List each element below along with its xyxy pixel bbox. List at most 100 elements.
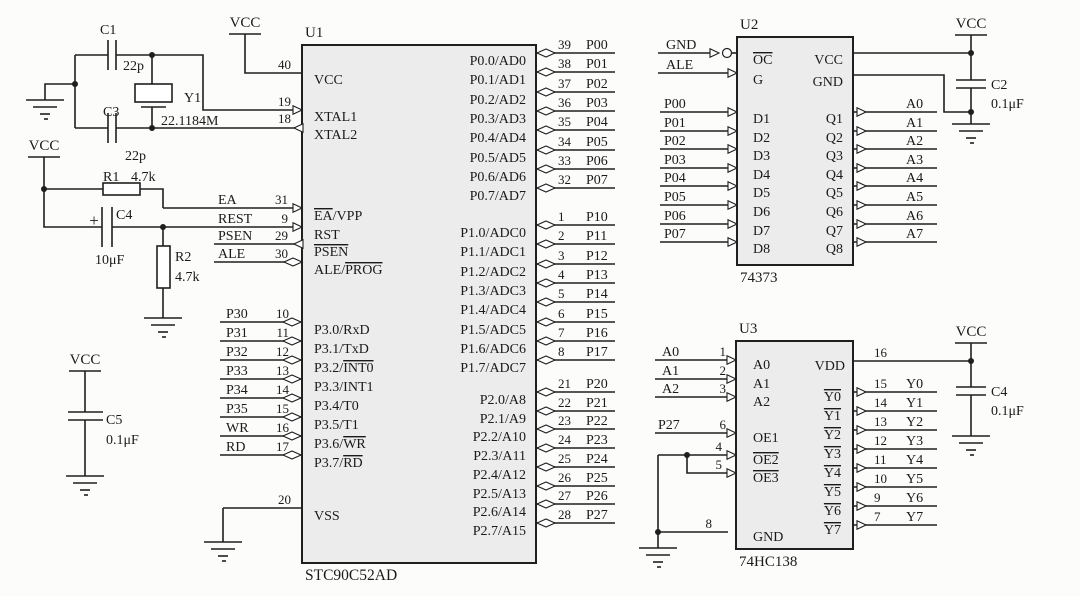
component-value: 0.1μF: [106, 433, 139, 448]
bidir-port-arrow: [281, 336, 303, 346]
pin-label: P1.0/ADC0: [460, 226, 526, 241]
bidir-port-arrow: [535, 297, 557, 307]
pin-label: D7: [753, 224, 770, 239]
net-label: P00: [586, 38, 608, 53]
pin-arrow: [727, 162, 739, 174]
pin-number: 6: [720, 417, 727, 432]
pin-label: Y2: [824, 428, 841, 443]
pin-label: GND: [813, 75, 843, 90]
pin-number: 32: [558, 172, 571, 187]
net-label: GND: [666, 38, 696, 53]
pin-label: P1.7/ADC7: [460, 361, 526, 376]
label-seg: Y7: [824, 523, 841, 538]
net-label: P01: [664, 116, 686, 131]
pin-arrow: [856, 199, 868, 211]
wire: [44, 83, 75, 100]
net-label: P20: [586, 377, 608, 392]
wire: [152, 54, 302, 111]
pin-label: P2.5/A13: [473, 487, 526, 502]
bidir-port-arrow: [535, 424, 557, 434]
pin-arrow: [856, 218, 868, 230]
net-label: P33: [226, 364, 248, 379]
pin-label: P0.1/AD1: [470, 73, 526, 88]
pin-label: Q8: [826, 242, 843, 257]
pin-label: Y1: [824, 409, 841, 424]
pin-label: RST: [314, 228, 340, 243]
pin-arrow: [856, 162, 868, 174]
pin-label: PSEN: [314, 245, 348, 260]
pin-label: Y0: [824, 390, 841, 405]
net-label: A1: [662, 364, 679, 379]
pin-number: 12: [874, 433, 887, 448]
net-label: A3: [906, 153, 923, 168]
bidir-port-arrow: [535, 406, 557, 416]
pin-label: P3.5/T1: [314, 418, 359, 433]
pin-arrow: [726, 391, 738, 403]
pin-arrow: [292, 202, 304, 214]
pin-number: 9: [282, 211, 289, 226]
pin-number: 3: [558, 248, 565, 263]
pin-number: 20: [278, 492, 291, 507]
chip-part-u1: STC90C52AD: [305, 567, 397, 584]
net-label: P02: [664, 134, 686, 149]
label-seg: ALE/: [314, 263, 345, 278]
net-label: Y6: [906, 491, 923, 506]
net-label: P14: [586, 287, 608, 302]
bidir-port-arrow: [535, 278, 557, 288]
net-label: EA: [218, 193, 238, 208]
pin-label: A1: [753, 377, 770, 392]
pin-label: Y4: [824, 466, 841, 481]
pin-arrow: [856, 424, 868, 436]
component-value: 22p: [125, 149, 146, 164]
pin-arrow: [727, 67, 739, 79]
pin-number: 8: [558, 344, 565, 359]
pin-label: P3.4/T0: [314, 399, 359, 414]
net-label: P22: [586, 414, 608, 429]
net-label: P32: [226, 345, 248, 360]
pin-label: P0.7/AD7: [470, 189, 526, 204]
bidir-port-arrow: [535, 239, 557, 249]
pin-label: Y5: [824, 485, 841, 500]
pin-number: 24: [558, 432, 572, 447]
pin-number: 39: [558, 37, 571, 52]
net-label: P31: [226, 326, 248, 341]
net-label: RD: [226, 440, 245, 455]
component-value: 0.1μF: [991, 404, 1024, 419]
vcc-label: VCC: [956, 324, 987, 340]
pin-number: 31: [275, 192, 288, 207]
pin-label: VSS: [314, 509, 340, 524]
pin-arrow: [856, 405, 868, 417]
pin-arrow: [292, 238, 304, 250]
pin-number: 36: [558, 95, 572, 110]
pin-number: 22: [558, 395, 571, 410]
pin-arrow: [292, 104, 304, 116]
pin-number: 2: [720, 363, 727, 378]
pin-label: P1.4/ADC4: [460, 303, 526, 318]
pin-label: P1.3/ADC3: [460, 284, 526, 299]
chip-body-u1: [301, 44, 537, 564]
net-label: A5: [906, 190, 923, 205]
pin-label: OC: [753, 53, 772, 68]
net-label: P21: [586, 396, 608, 411]
pin-number: 13: [874, 414, 887, 429]
pin-label: Q6: [826, 205, 843, 220]
net-label: PSEN: [218, 229, 252, 244]
wire: [686, 455, 728, 474]
chip-ref-u1: U1: [305, 25, 323, 41]
pin-number: 11: [874, 452, 887, 467]
pin-label: P2.3/A11: [473, 449, 526, 464]
component-value: 10μF: [95, 253, 125, 268]
net-label: P12: [586, 249, 608, 264]
pin-label: G: [753, 73, 763, 88]
pin-arrow: [727, 218, 739, 230]
pin-arrow: [727, 180, 739, 192]
pin-number: 7: [558, 325, 565, 340]
pin-number: 25: [558, 451, 571, 466]
pin-arrow: [856, 180, 868, 192]
pin-number: 12: [276, 344, 289, 359]
bidir-port-arrow: [535, 183, 557, 193]
bidir-port-arrow: [535, 462, 557, 472]
pin-label: P1.6/ADC6: [460, 342, 526, 357]
pin-number: 5: [716, 457, 723, 472]
